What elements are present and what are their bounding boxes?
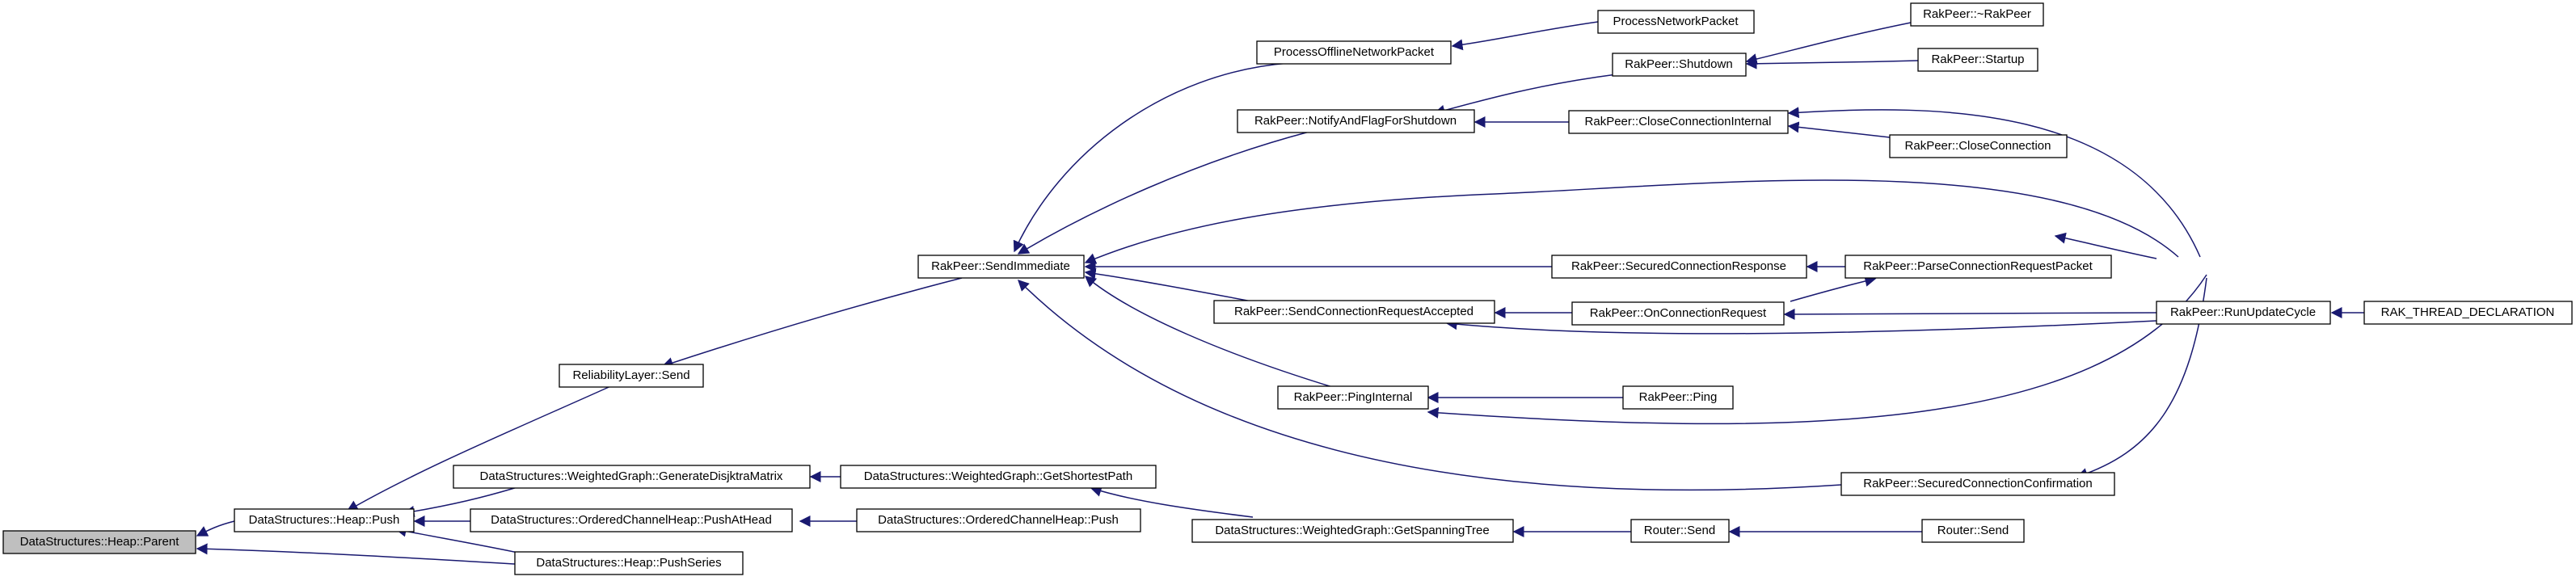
node-label: ProcessNetworkPacket [1613,15,1739,28]
node-reliabilitylayer-send[interactable]: ReliabilityLayer::Send [559,364,704,388]
node-heap-push[interactable]: DataStructures::Heap::Push [234,508,415,532]
node-label: DataStructures::OrderedChannelHeap::Push… [491,513,772,527]
node-label: Router::Send [1937,524,2009,537]
node-notifyandflagforshutdown[interactable]: RakPeer::NotifyAndFlagForShutdown [1237,109,1475,133]
node-label: RakPeer::RunUpdateCycle [2170,305,2316,319]
edge-startup-to-shutdown [1745,57,1919,69]
node-label: ProcessOfflineNetworkPacket [1274,45,1435,59]
edge-close-to-closeint [1787,121,1891,138]
node-label: RAK_THREAD_DECLARATION [2381,305,2555,319]
edge-sendimm-to-relsend [661,277,963,368]
node-generatedisjktramatrix[interactable]: DataStructures::WeightedGraph::GenerateD… [453,465,811,489]
edge-runupd-to-parsereq [2054,232,2157,259]
edge-sendacc-to-sendimm [1084,267,1270,305]
node-label: DataStructures::Heap::PushSeries [536,556,721,570]
node-label: ReliabilityLayer::Send [572,368,689,382]
edge-pushseries-to-parent [196,543,516,565]
edge-runupd-to-sendacc [1445,318,2157,335]
node-runupdatecycle[interactable]: RakPeer::RunUpdateCycle [2156,301,2331,325]
edge-spanning-to-shortest [1090,486,1254,518]
node-getspanningtree[interactable]: DataStructures::WeightedGraph::GetSpanni… [1191,519,1514,543]
node-label: DataStructures::Heap::Parent [20,535,180,549]
node-orderedchannelheap-pushathead[interactable]: DataStructures::OrderedChannelHeap::Push… [470,508,793,532]
node-label: DataStructures::OrderedChannelHeap::Push [878,513,1119,527]
node-router-send-2[interactable]: Router::Send [1921,519,2025,543]
node-onconnectionrequest[interactable]: RakPeer::OnConnectionRequest [1571,301,1785,326]
node-label: RakPeer::ParseConnectionRequestPacket [1863,259,2093,273]
node-label: RakPeer::OnConnectionRequest [1590,306,1767,320]
node-startup[interactable]: RakPeer::Startup [1917,48,2038,72]
node-securedconnectionconfirmation[interactable]: RakPeer::SecuredConnectionConfirmation [1840,472,2115,496]
node-processofflinenetworkpacket[interactable]: ProcessOfflineNetworkPacket [1256,40,1452,65]
edge-onreq-to-parsereq [1790,276,1877,302]
node-label: RakPeer::SecuredConnectionResponse [1571,259,1786,273]
node-rak-thread-declaration[interactable]: RAK_THREAD_DECLARATION [2363,301,2573,325]
node-heap-pushseries[interactable]: DataStructures::Heap::PushSeries [514,551,744,575]
node-closeconnectioninternal[interactable]: RakPeer::CloseConnectionInternal [1568,110,1789,134]
node-label: RakPeer::PingInternal [1294,390,1413,404]
edge-relsend-to-heappush [346,384,615,511]
node-sendimmediate[interactable]: RakPeer::SendImmediate [917,255,1085,279]
node-label: DataStructures::WeightedGraph::GetShorte… [864,469,1132,483]
edge-pushseries-to-heappush [394,525,534,557]
node-label: DataStructures::Heap::Push [249,513,400,527]
edge-runupd-to-closeint [1787,107,2201,258]
node-ping[interactable]: RakPeer::Ping [1622,385,1734,410]
edge-shutdown-to-notify [1433,74,1617,116]
node-label: DataStructures::WeightedGraph::GenerateD… [480,469,783,483]
node-label: RakPeer::NotifyAndFlagForShutdown [1254,114,1457,128]
node-rakpeer-destructor[interactable]: RakPeer::~RakPeer [1910,2,2044,27]
node-getshortestpath[interactable]: DataStructures::WeightedGraph::GetShorte… [840,465,1157,489]
edge-runupd-to-onreq [1783,308,2157,320]
node-parseconnectionrequestpacket[interactable]: RakPeer::ParseConnectionRequestPacket [1845,255,2112,279]
node-pinginternal[interactable]: RakPeer::PingInternal [1277,385,1429,410]
edge-dtor-to-shutdown [1745,22,1912,65]
node-sendconnectionrequestaccepted[interactable]: RakPeer::SendConnectionRequestAccepted [1213,300,1495,324]
node-router-send-1[interactable]: Router::Send [1630,519,1730,543]
node-label: RakPeer::Ping [1639,390,1718,404]
edge-procnet-to-procoff [1451,21,1599,51]
node-securedconnectionresponse[interactable]: RakPeer::SecuredConnectionResponse [1551,255,1807,279]
node-orderedchannelheap-push[interactable]: DataStructures::OrderedChannelHeap::Push [856,508,1141,532]
edge-runupd-to-sendimm-upper [1084,179,2179,264]
edge-procoff-to-sendimm [1013,62,1290,253]
node-heap-parent[interactable]: DataStructures::Heap::Parent [2,530,196,554]
node-label: RakPeer::~RakPeer [1923,7,2031,21]
node-label: RakPeer::CloseConnectionInternal [1585,115,1772,128]
node-shutdown[interactable]: RakPeer::Shutdown [1612,53,1747,77]
nodes: DataStructures::Heap::Parent DataStructu… [2,2,2573,575]
edge-pingint-to-sendimm [1084,276,1339,389]
node-label: RakPeer::Startup [1931,53,2024,66]
node-processnetworkpacket[interactable]: ProcessNetworkPacket [1597,10,1755,34]
edge-secconf-to-sendimm [1018,280,1842,491]
node-label: RakPeer::SendConnectionRequestAccepted [1234,305,1474,318]
edge-heappush-to-parent [196,520,235,537]
node-label: Router::Send [1644,524,1715,537]
node-label: RakPeer::CloseConnection [1905,139,2051,153]
edge-dijk-to-heappush [403,486,518,517]
edge-runupd-to-pingint [1427,274,2207,425]
node-label: RakPeer::SecuredConnectionConfirmation [1863,477,2092,490]
node-label: DataStructures::WeightedGraph::GetSpanni… [1215,524,1489,537]
node-label: RakPeer::SendImmediate [931,259,1070,273]
node-closeconnection[interactable]: RakPeer::CloseConnection [1889,134,2068,158]
node-label: RakPeer::Shutdown [1625,57,1732,71]
edge-notify-to-sendimm [1017,131,1310,255]
